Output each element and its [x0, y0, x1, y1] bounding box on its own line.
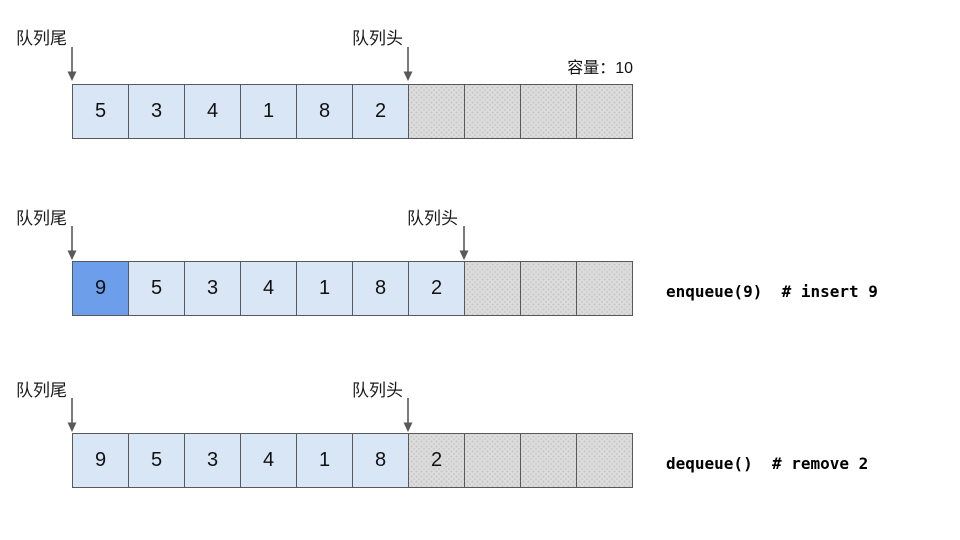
enqueue-code-annotation: enqueue(9) # insert 9	[666, 282, 878, 301]
queue-tail-label: 队列尾	[16, 381, 67, 400]
queue-cell	[464, 433, 521, 488]
queue-head-label: 队列头	[407, 209, 458, 228]
queue-cell: 1	[296, 433, 353, 488]
head-arrow-icon	[401, 398, 415, 432]
dequeue-code-annotation: dequeue() # remove 2	[666, 454, 869, 473]
queue-head-label: 队列头	[352, 29, 403, 48]
head-arrow-icon	[401, 47, 415, 81]
queue-cell: 3	[184, 433, 241, 488]
queue-cell: 3	[184, 261, 241, 316]
queue-array-after-enqueue: 9 5 3 4 1 8 2	[72, 261, 633, 316]
queue-cell-removed: 2	[408, 433, 465, 488]
queue-cell: 1	[296, 261, 353, 316]
queue-cell	[576, 261, 633, 316]
queue-cell: 4	[240, 261, 297, 316]
queue-head-label: 队列头	[352, 381, 403, 400]
queue-cell: 8	[296, 84, 353, 139]
queue-cell	[408, 84, 465, 139]
queue-cell	[520, 433, 577, 488]
queue-cell: 2	[352, 84, 409, 139]
queue-cell: 5	[128, 433, 185, 488]
queue-cell: 5	[128, 261, 185, 316]
queue-cell: 5	[72, 84, 129, 139]
queue-cell: 4	[184, 84, 241, 139]
queue-cell: 9	[72, 433, 129, 488]
queue-cell	[520, 261, 577, 316]
queue-tail-label: 队列尾	[16, 29, 67, 48]
queue-array-after-dequeue: 9 5 3 4 1 8 2	[72, 433, 633, 488]
queue-cell	[464, 261, 521, 316]
queue-cell: 8	[352, 433, 409, 488]
queue-array-initial: 5 3 4 1 8 2	[72, 84, 633, 139]
queue-cell	[576, 433, 633, 488]
tail-arrow-icon	[65, 398, 79, 432]
tail-arrow-icon	[65, 226, 79, 260]
head-arrow-icon	[457, 226, 471, 260]
queue-cell: 8	[352, 261, 409, 316]
queue-cell: 1	[240, 84, 297, 139]
queue-cell: 4	[240, 433, 297, 488]
tail-arrow-icon	[65, 47, 79, 81]
queue-cell-inserted: 9	[72, 261, 129, 316]
queue-tail-label: 队列尾	[16, 209, 67, 228]
capacity-label: 容量：10	[567, 60, 633, 77]
queue-cell	[464, 84, 521, 139]
queue-cell	[576, 84, 633, 139]
queue-cell	[520, 84, 577, 139]
queue-cell: 3	[128, 84, 185, 139]
queue-cell: 2	[408, 261, 465, 316]
